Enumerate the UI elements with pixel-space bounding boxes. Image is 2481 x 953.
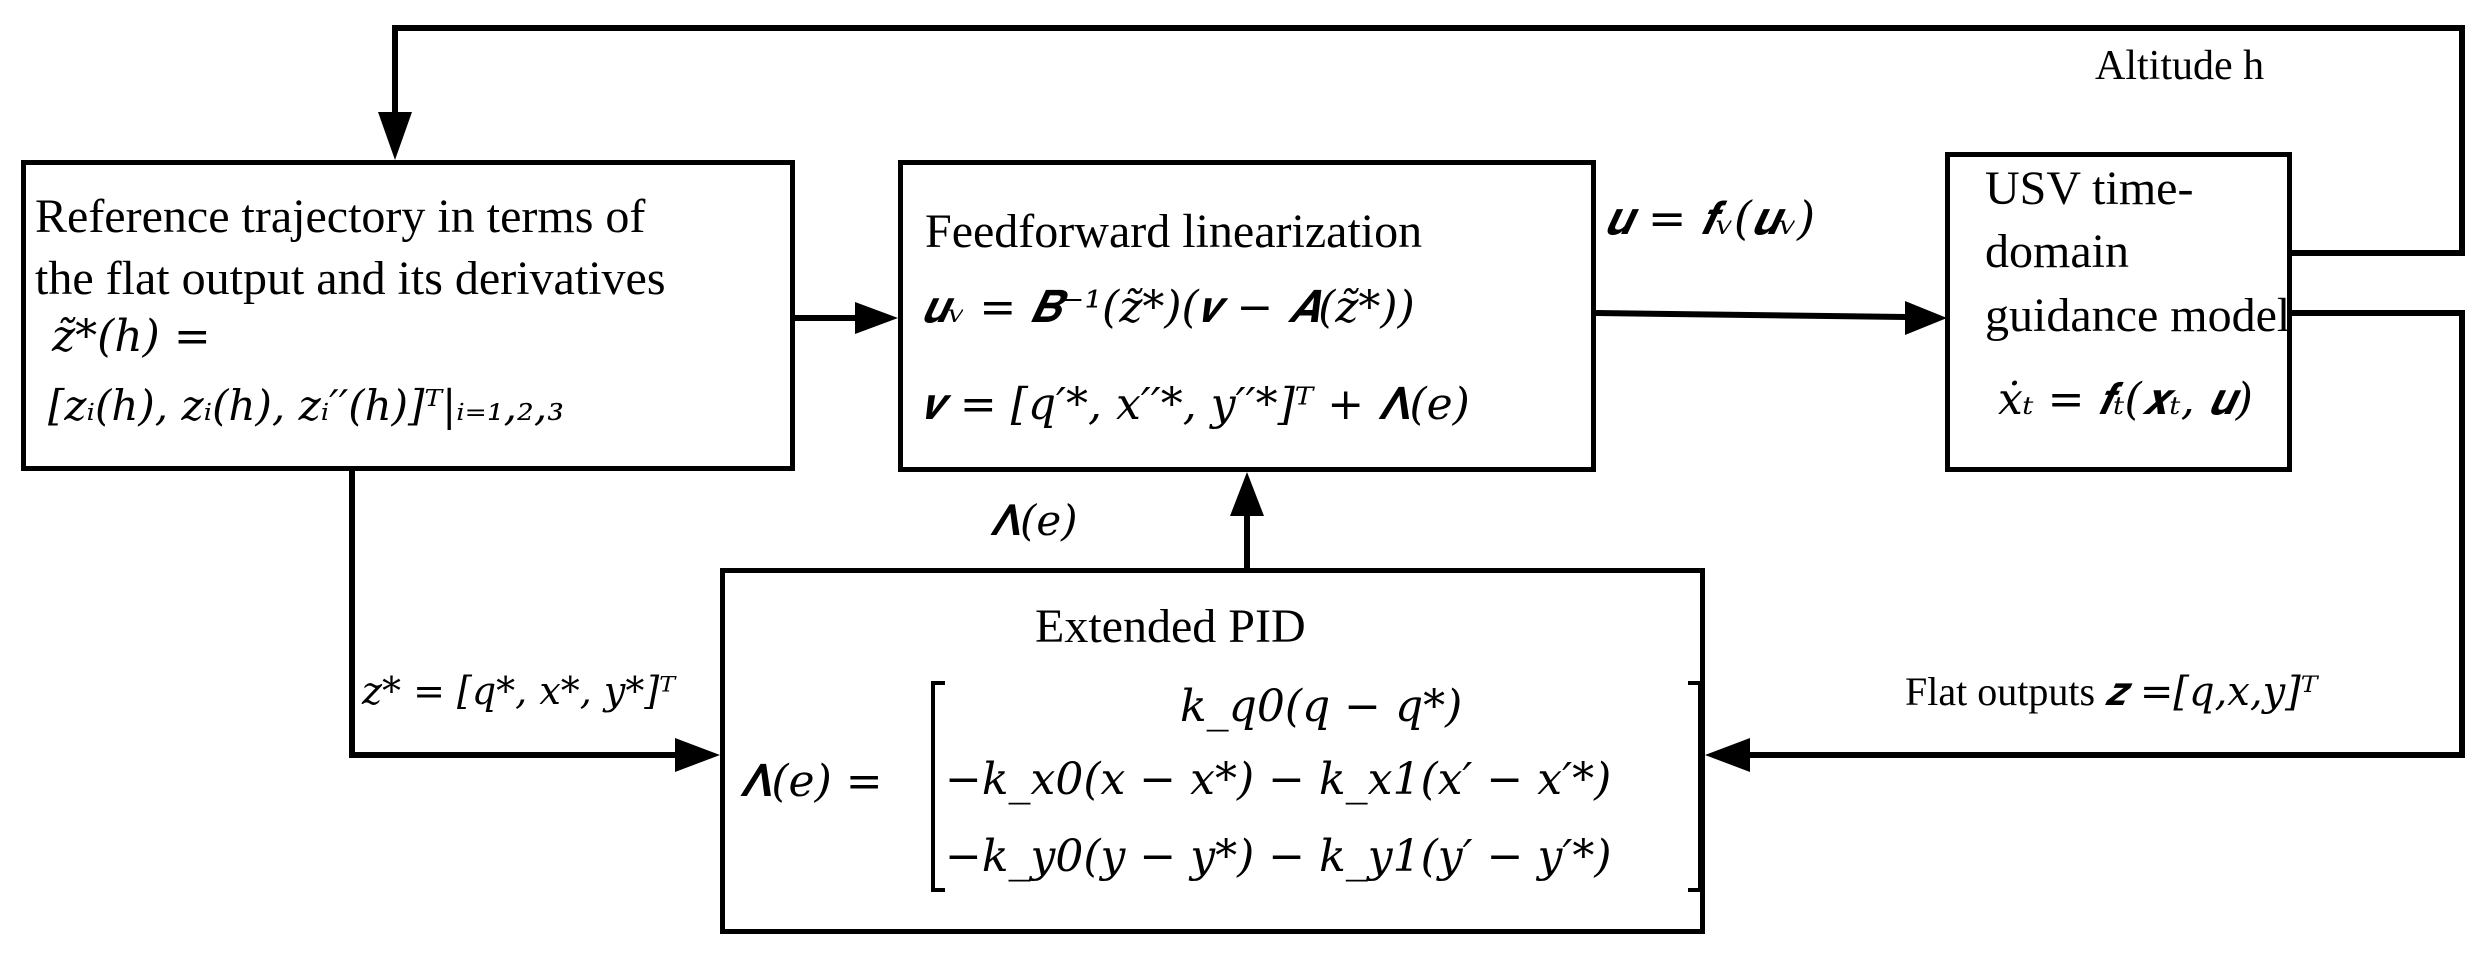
reference-title-line1: Reference trajectory in terms of <box>35 190 646 243</box>
pid-matrix-row-3: −k_y0(y − y*) − k_y1(y′ − y′*) <box>945 831 1612 882</box>
reference-equation-1: z̃*(h) = <box>52 311 211 362</box>
z-star-line <box>349 471 680 758</box>
pid-lambda-lhs: 𝚲(e) = <box>740 756 883 807</box>
usv-guidance-model-block <box>1945 152 2292 472</box>
control-output-label: 𝒖 = 𝒇ᵥ(𝒖ᵥ) <box>1605 191 1816 245</box>
reference-trajectory-block <box>21 160 795 471</box>
flat-outputs-label: Flat outputs 𝒛 =[q,x,y]ᵀ <box>1905 669 2318 715</box>
flat-outputs-arrowhead <box>1705 738 1750 772</box>
altitude-arrowhead <box>378 112 412 160</box>
usv-title-line3: guidance model <box>1985 289 2291 342</box>
reference-equation-2: [zᵢ(h), zᵢ(h), zᵢ′′(h)]ᵀ|ᵢ₌₁,₂,₃ <box>48 381 565 430</box>
control-signal-arrowhead <box>1905 301 1947 335</box>
lambda-feedback-label: 𝚲(e) <box>990 496 1078 545</box>
feedforward-equation-1: 𝒖ᵥ = 𝑩⁻¹(z̃*)(𝒗 − 𝑨(z̃*)) <box>922 282 1415 333</box>
flat-outputs-text: Flat outputs <box>1905 669 2106 714</box>
usv-equation: ẋₜ = 𝒇ₜ(𝒙ₜ, 𝒖) <box>1998 374 2253 425</box>
altitude-feedback-line <box>392 25 2465 256</box>
feedforward-equation-2: 𝒗 = [q′*, x′′*, y′′*]ᵀ + 𝚲(e) <box>922 379 1470 430</box>
reference-title-line2: the flat output and its derivatives <box>35 252 666 305</box>
z-star-label: z* = [q*, x*, y*]ᵀ <box>362 669 676 713</box>
pid-matrix-row-1: k_q0(q − q*) <box>1180 681 1463 732</box>
flat-outputs-equation: 𝒛 =[q,x,y]ᵀ <box>2105 669 2318 715</box>
extended-pid-block <box>720 568 1705 934</box>
pid-title: Extended PID <box>1035 600 1306 653</box>
pid-matrix-row-2: −k_x0(x − x*) − k_x1(x′ − x′*) <box>945 754 1612 805</box>
lambda-feedback-arrowhead <box>1230 472 1264 516</box>
usv-title-line1: USV time- <box>1985 162 2194 215</box>
altitude-label: Altitude h <box>2095 43 2265 89</box>
z-star-arrowhead <box>675 738 720 772</box>
control-signal-line <box>1595 310 1911 320</box>
feedforward-linearization-block <box>898 160 1596 472</box>
reference-to-feedforward-arrowhead <box>855 302 898 334</box>
flat-outputs-line <box>1745 310 2465 758</box>
feedforward-title: Feedforward linearization <box>925 205 1423 258</box>
usv-title-line2: domain <box>1985 225 2129 278</box>
